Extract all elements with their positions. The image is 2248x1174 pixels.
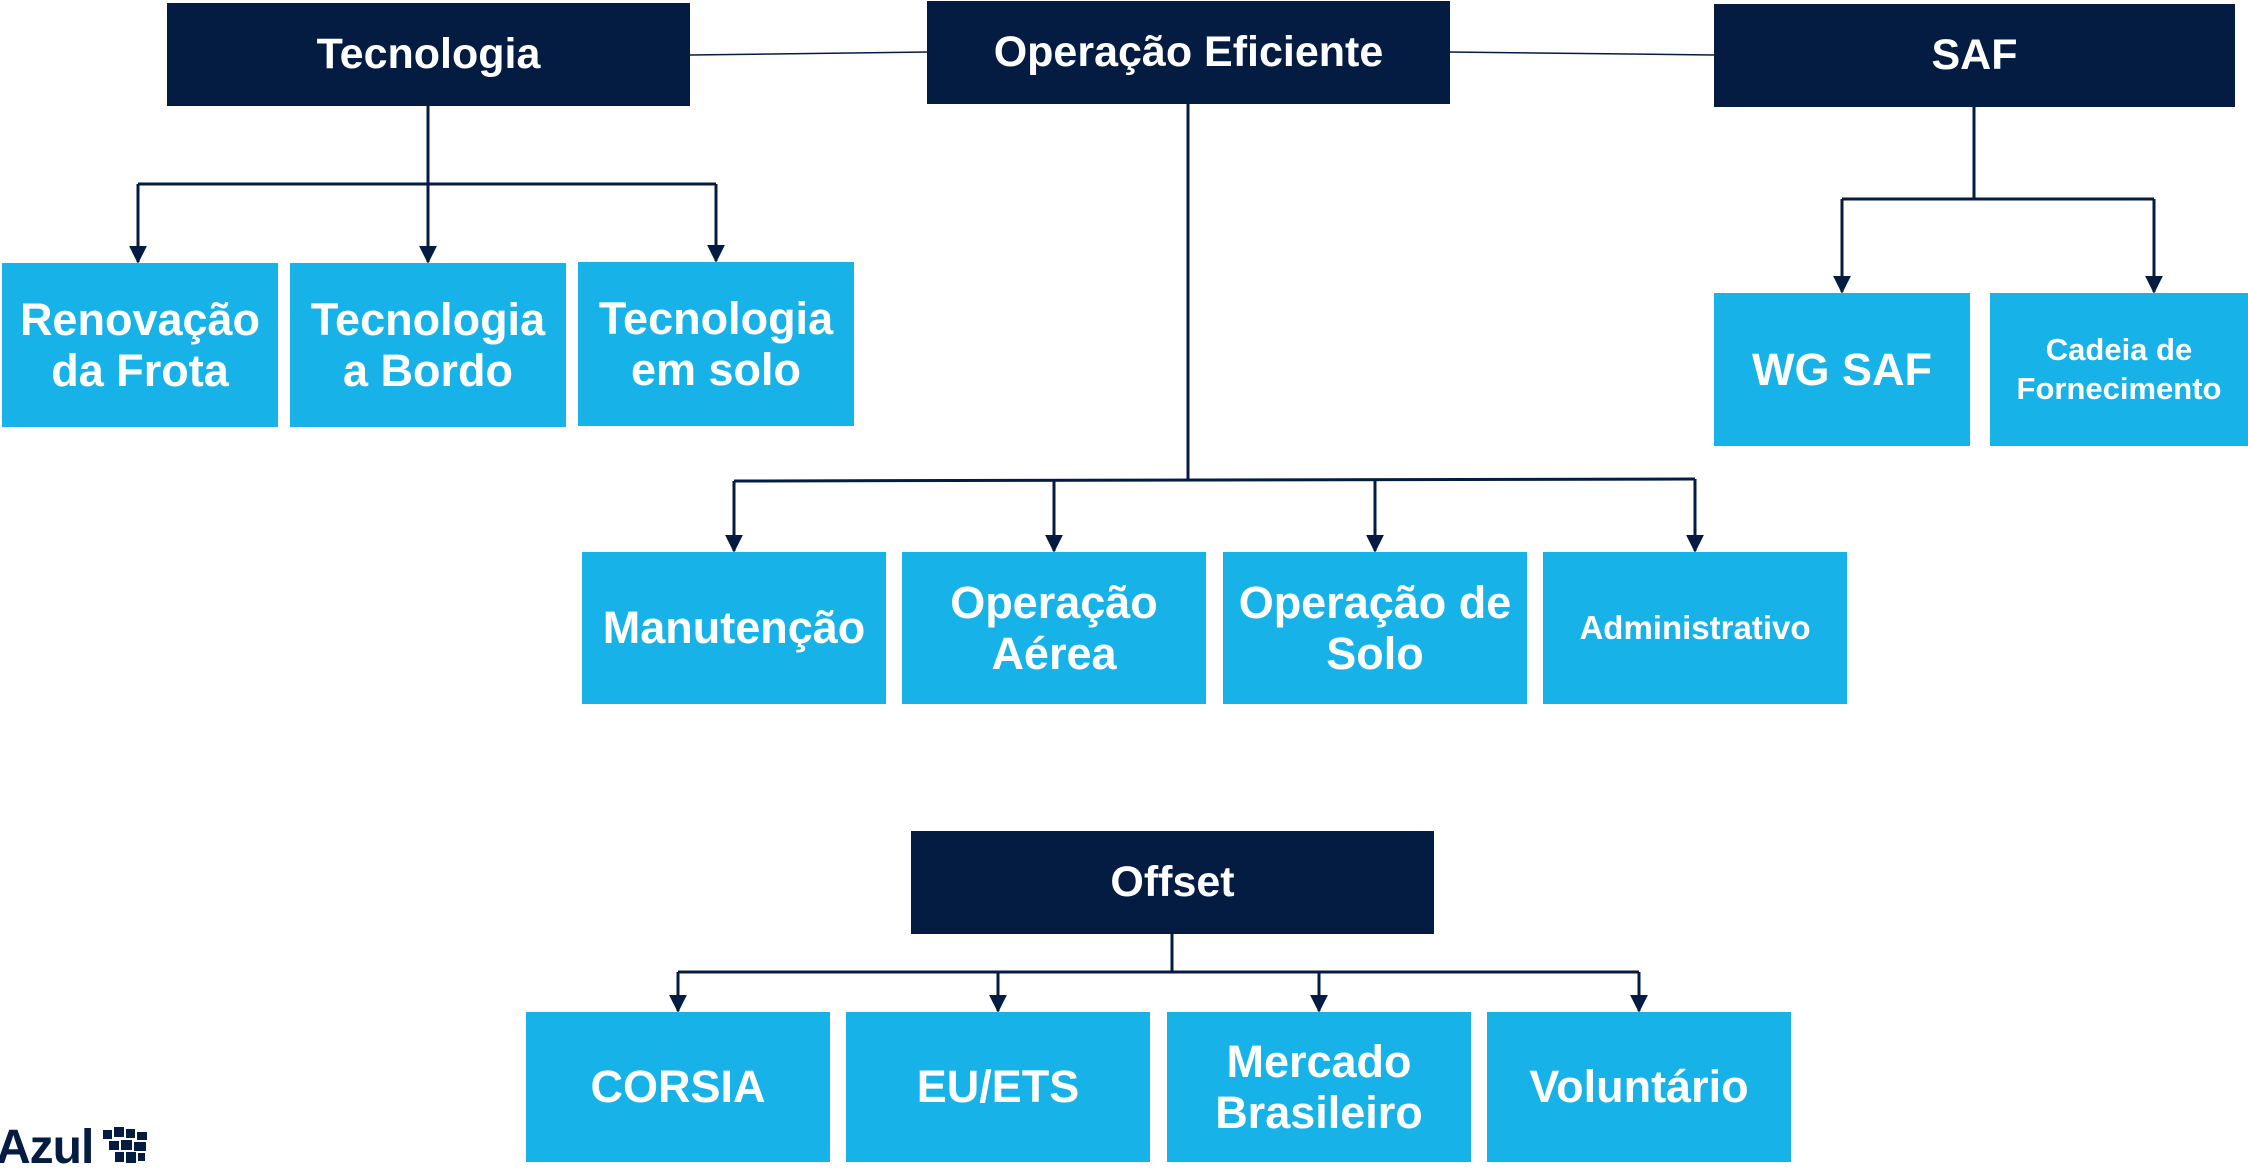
node-tecnologia-solo: Tecnologia em solo (578, 262, 854, 426)
node-renovacao-frota: Renovação da Frota (2, 263, 278, 427)
node-tecnologia-bordo: Tecnologia a Bordo (290, 263, 566, 427)
operacao-bus (733, 477, 1696, 483)
node-cadeia-fornecimento: Cadeia de Fornecimento (1990, 293, 2248, 446)
node-offset: Offset (911, 831, 1434, 934)
node-operacao-solo: Operação de Solo (1223, 552, 1527, 704)
link-operacao-saf (1448, 51, 1715, 56)
node-wg-saf: WG SAF (1714, 293, 1970, 446)
node-operacao-aerea: Operação Aérea (902, 552, 1206, 704)
node-eu-ets: EU/ETS (846, 1012, 1150, 1162)
node-corsia: CORSIA (526, 1012, 830, 1162)
node-saf: SAF (1714, 4, 2235, 107)
azul-logo: Azul (0, 1124, 153, 1172)
link-tecnologia-operacao (689, 51, 929, 56)
node-administrativo: Administrativo (1543, 552, 1847, 704)
node-tecnologia: Tecnologia (167, 3, 690, 106)
node-mercado-brasileiro: Mercado Brasileiro (1167, 1012, 1471, 1162)
azul-logo-text: Azul (0, 1121, 94, 1174)
brazil-map-icon (103, 1127, 148, 1163)
node-operacao-eficiente: Operação Eficiente (927, 1, 1450, 104)
node-manutencao: Manutenção (582, 552, 886, 704)
node-voluntario: Voluntário (1487, 1012, 1791, 1162)
